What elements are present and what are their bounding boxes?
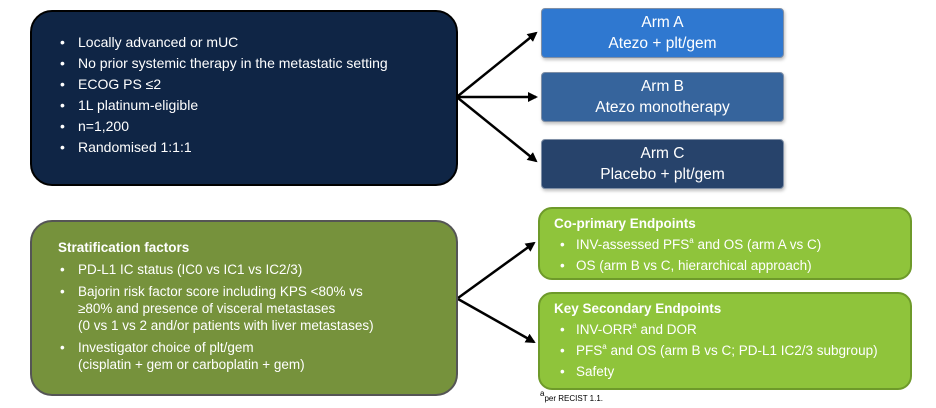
secondary-item-text: INV-ORR bbox=[576, 322, 633, 337]
arm-c-box: Arm C Placebo + plt/gem bbox=[541, 139, 784, 189]
eligibility-criteria-box: Locally advanced or mUC No prior systemi… bbox=[30, 10, 458, 186]
secondary-item: INV-ORRa and DOR bbox=[554, 321, 910, 339]
criteria-item: No prior systemic therapy in the metasta… bbox=[58, 53, 456, 74]
secondary-heading: Key Secondary Endpoints bbox=[554, 301, 722, 316]
arrow-to-coprimary bbox=[457, 241, 536, 300]
coprimary-item: OS (arm B vs C, hierarchical approach) bbox=[554, 257, 910, 275]
footnote-marker: a bbox=[540, 389, 545, 399]
arm-b-treatment: Atezo monotherapy bbox=[595, 99, 730, 116]
coprimary-heading: Co-primary Endpoints bbox=[554, 216, 696, 231]
secondary-item-text: and OS (arm B vs C; PD-L1 IC2/3 subgroup… bbox=[606, 343, 878, 358]
stratification-list: PD-L1 IC status (IC0 vs IC1 vs IC2/3) Ba… bbox=[58, 261, 456, 373]
secondary-item: PFSa and OS (arm B vs C; PD-L1 IC2/3 sub… bbox=[554, 342, 910, 360]
stratification-heading: Stratification factors bbox=[58, 240, 190, 255]
secondary-item-text: PFS bbox=[576, 343, 603, 358]
stratification-item-text: (0 vs 1 vs 2 and/or patients with liver … bbox=[78, 318, 374, 333]
arm-a-treatment: Atezo + plt/gem bbox=[608, 35, 717, 52]
coprimary-item-text: and OS (arm A vs C) bbox=[693, 237, 822, 252]
secondary-item: Safety bbox=[554, 363, 910, 381]
criteria-item: Randomised 1:1:1 bbox=[58, 137, 456, 158]
criteria-list: Locally advanced or mUC No prior systemi… bbox=[58, 32, 456, 158]
criteria-item: Locally advanced or mUC bbox=[58, 32, 456, 53]
secondary-list: INV-ORRa and DOR PFSa and OS (arm B vs C… bbox=[554, 321, 910, 381]
coprimary-list: INV-assessed PFSa and OS (arm A vs C) OS… bbox=[554, 236, 910, 275]
arm-b-title: Arm B bbox=[640, 78, 685, 95]
secondary-endpoints-box: Key Secondary Endpoints INV-ORRa and DOR… bbox=[538, 292, 912, 390]
recist-footnote: aper RECIST 1.1. bbox=[540, 390, 603, 403]
criteria-item: n=1,200 bbox=[58, 116, 456, 137]
footnote-marker: a bbox=[689, 235, 694, 245]
arrow-to-arm-a bbox=[457, 31, 538, 97]
arm-a-title: Arm A bbox=[641, 14, 684, 31]
stratification-item-text: PD-L1 IC status (IC0 vs IC1 vs IC2/3) bbox=[78, 262, 303, 277]
criteria-item: 1L platinum-eligible bbox=[58, 95, 456, 116]
stratification-item: Investigator choice of plt/gem (cisplati… bbox=[58, 339, 456, 373]
stratification-box: Stratification factors PD-L1 IC status (… bbox=[30, 220, 458, 396]
coprimary-endpoints-box: Co-primary Endpoints INV-assessed PFSa a… bbox=[538, 207, 912, 280]
arrow-to-arm-c bbox=[457, 97, 538, 163]
stratification-item-text: Investigator choice of plt/gem bbox=[78, 340, 254, 355]
stratification-item: PD-L1 IC status (IC0 vs IC1 vs IC2/3) bbox=[58, 261, 456, 278]
stratification-item-text: (cisplatin + gem or carboplatin + gem) bbox=[78, 357, 305, 372]
footnote-text: per RECIST 1.1. bbox=[544, 394, 603, 403]
arrow-to-secondary bbox=[457, 297, 536, 344]
arm-c-treatment: Placebo + plt/gem bbox=[600, 166, 725, 183]
coprimary-item-text: INV-assessed PFS bbox=[576, 237, 690, 252]
arm-a-box: Arm A Atezo + plt/gem bbox=[541, 8, 784, 58]
arm-b-box: Arm B Atezo monotherapy bbox=[541, 72, 784, 122]
secondary-item-text: Safety bbox=[576, 364, 615, 379]
stratification-item-text: Bajorin risk factor score including KPS … bbox=[78, 284, 363, 299]
coprimary-item: INV-assessed PFSa and OS (arm A vs C) bbox=[554, 236, 910, 254]
stratification-item-text: ≥80% and presence of visceral metastases bbox=[78, 301, 336, 316]
coprimary-item-text: OS (arm B vs C, hierarchical approach) bbox=[576, 258, 812, 273]
secondary-item-text: and DOR bbox=[636, 322, 697, 337]
arm-c-title: Arm C bbox=[640, 145, 685, 162]
footnote-marker: a bbox=[602, 341, 607, 351]
footnote-marker: a bbox=[632, 320, 637, 330]
stratification-item: Bajorin risk factor score including KPS … bbox=[58, 283, 456, 334]
criteria-item: ECOG PS ≤2 bbox=[58, 74, 456, 95]
